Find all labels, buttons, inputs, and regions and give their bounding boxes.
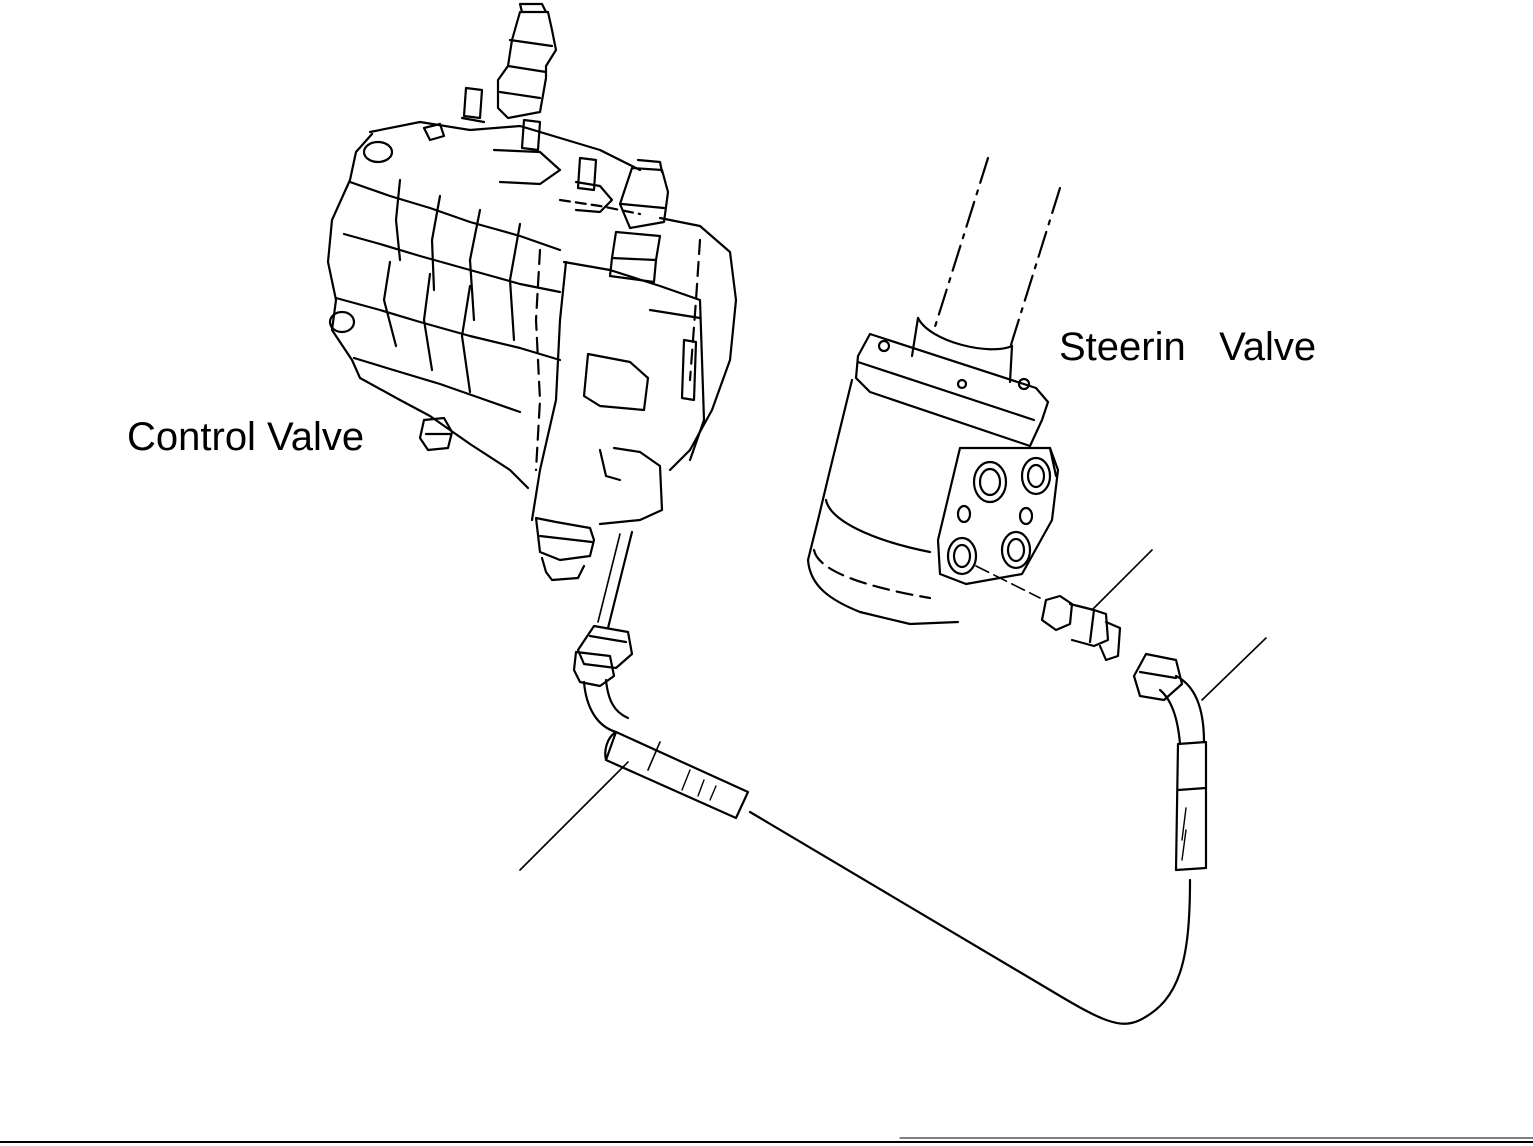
bottom-rule [0,1141,1533,1143]
steering-valve-label: Steerin Valve [1059,325,1317,369]
control-valve-label: Control Valve [127,415,365,459]
hose-right-fitting [1132,652,1208,872]
hose-left-fitting [572,624,750,820]
steering-valve-drawing [806,156,1122,662]
leader-lines [519,549,1267,871]
hose-line [748,810,1192,1025]
control-valve-pipe [597,530,634,630]
control-valve-drawing [326,2,738,582]
